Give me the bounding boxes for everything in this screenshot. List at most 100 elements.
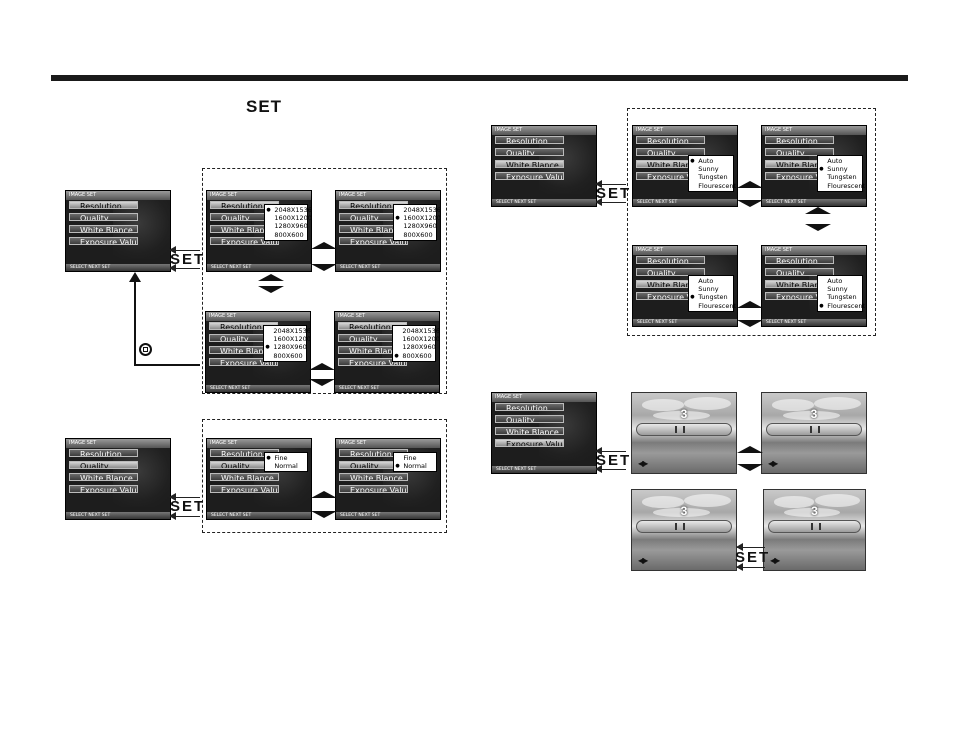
screen-title: IMAGE SET xyxy=(335,312,439,321)
option-item[interactable]: Auto xyxy=(827,156,843,165)
option-item[interactable]: 800X600 xyxy=(273,351,303,360)
menu-item[interactable]: Resolution xyxy=(495,136,564,145)
menu-item[interactable]: Exposure Value xyxy=(338,358,407,367)
menu-item[interactable]: Resolution xyxy=(69,449,138,458)
option-item[interactable]: 2048X1536 xyxy=(273,326,311,335)
menu-item[interactable]: Exposure Value xyxy=(69,237,138,246)
menu-item[interactable]: White Blance xyxy=(339,473,408,482)
option-item[interactable]: Flourescent xyxy=(698,181,737,190)
menu-item[interactable]: Quality xyxy=(495,415,564,424)
option-item[interactable]: Fine xyxy=(403,453,417,462)
option-item[interactable]: Tungsten xyxy=(827,293,857,302)
option-item[interactable]: 1600X1200 xyxy=(273,335,311,344)
option-item[interactable]: 1600X1200 xyxy=(395,214,440,223)
menu-item[interactable]: Quality xyxy=(765,268,834,277)
exposure-slider-thumb[interactable] xyxy=(810,425,821,433)
option-item[interactable]: 1600X1200 xyxy=(274,214,312,223)
option-item[interactable]: 800X600 xyxy=(403,230,433,239)
option-item[interactable]: 1280X960 xyxy=(265,343,306,352)
menu-item[interactable]: White Blance xyxy=(495,427,564,436)
cloud-shape xyxy=(642,399,684,411)
option-item[interactable]: Sunny xyxy=(827,285,848,294)
up-arrow-icon xyxy=(737,446,763,453)
menu-item[interactable]: White Blance xyxy=(210,473,279,482)
exposure-slider[interactable] xyxy=(766,422,862,436)
option-item[interactable]: 2048X1536 xyxy=(403,205,441,214)
up-arrow-icon xyxy=(737,301,763,308)
exposure-slider[interactable] xyxy=(768,519,861,533)
menu-item[interactable]: White Blance xyxy=(495,160,564,169)
option-item[interactable]: Flourescent xyxy=(819,302,865,311)
option-item[interactable]: Sunny xyxy=(698,165,719,174)
option-item[interactable]: 2048X1536 xyxy=(266,206,311,215)
menu-item[interactable]: Resolution xyxy=(636,256,705,265)
option-item[interactable]: Tungsten xyxy=(690,293,731,302)
exposure-mode-icon: ◀▶ xyxy=(638,556,648,565)
menu-item[interactable]: Quality xyxy=(636,268,705,277)
option-item[interactable]: Sunny xyxy=(819,165,860,174)
menu-item[interactable]: Quality xyxy=(636,148,705,157)
cloud-shape xyxy=(652,410,710,421)
menu-item[interactable]: Exposure Value xyxy=(209,358,278,367)
header-rule xyxy=(51,75,908,81)
option-item[interactable]: Fine xyxy=(266,454,305,463)
menu-item[interactable]: Exposure Value xyxy=(339,237,408,246)
menu-item[interactable]: Resolution xyxy=(765,136,834,145)
option-item[interactable]: Sunny xyxy=(698,285,719,294)
menu-item[interactable]: Quality xyxy=(69,461,138,470)
option-item[interactable]: Normal xyxy=(274,462,298,471)
option-item[interactable]: 2048X1536 xyxy=(402,326,440,335)
option-item[interactable]: Normal xyxy=(395,462,434,471)
cloud-shape xyxy=(814,494,860,507)
menu-item[interactable]: Exposure Value xyxy=(69,485,138,494)
option-item[interactable]: 800X600 xyxy=(274,230,304,239)
option-item[interactable]: Flourescent xyxy=(698,301,737,310)
exposure-mode-icon: ◀▶ xyxy=(770,556,780,565)
menu-item[interactable]: Quality xyxy=(495,148,564,157)
option-item[interactable]: Auto xyxy=(690,157,731,166)
menu-item[interactable]: Quality xyxy=(69,213,138,222)
stop-button-icon xyxy=(139,343,152,356)
menu-item[interactable]: Exposure Value xyxy=(210,237,279,246)
option-item[interactable]: Flourescent xyxy=(827,181,866,190)
menu-item[interactable]: Resolution xyxy=(69,201,138,210)
option-item[interactable]: Tungsten xyxy=(827,173,857,182)
option-item[interactable]: Tungsten xyxy=(698,173,728,182)
screen-footer: SELECT NEXT SET xyxy=(492,198,596,206)
exposure-slider-thumb[interactable] xyxy=(674,522,685,530)
option-item[interactable]: 1600X1200 xyxy=(402,335,440,344)
up-arrow-icon xyxy=(309,363,335,370)
menu-item[interactable]: Resolution xyxy=(765,256,834,265)
menu-item[interactable]: Exposure Value xyxy=(495,439,564,448)
exposure-slider-thumb[interactable] xyxy=(674,425,685,433)
screen-title: IMAGE SET xyxy=(207,191,311,200)
option-item[interactable]: 1280X960 xyxy=(403,222,437,231)
option-item[interactable]: Auto xyxy=(827,276,843,285)
exposure-mode-icon: ◀▶ xyxy=(638,459,648,468)
exposure-slider-thumb[interactable] xyxy=(810,522,821,530)
menu-item[interactable]: White Blance xyxy=(69,225,138,234)
quality-group-box xyxy=(202,419,447,533)
screen-title: IMAGE SET xyxy=(762,246,866,255)
menu-item[interactable]: Exposure Value xyxy=(339,485,408,494)
exposure-preview-screen: 3◀▶ xyxy=(631,489,737,571)
menu-item[interactable]: Resolution xyxy=(495,403,564,412)
exposure-preview-screen: 3◀▶ xyxy=(763,489,866,571)
screen-footer: SELECT NEXT SET xyxy=(492,465,596,473)
option-item[interactable]: 800X600 xyxy=(394,352,433,361)
menu-item[interactable]: Exposure Value xyxy=(495,172,564,181)
option-item[interactable]: 1280X960 xyxy=(274,222,308,231)
menu-item[interactable]: White Blance xyxy=(69,473,138,482)
menu-item[interactable]: Resolution xyxy=(636,136,705,145)
menu-item[interactable]: Quality xyxy=(765,148,834,157)
exposure-slider[interactable] xyxy=(636,422,732,436)
option-item[interactable]: Auto xyxy=(698,276,714,285)
menu-item[interactable]: Exposure Value xyxy=(210,485,279,494)
exposure-slider[interactable] xyxy=(636,519,732,533)
screen-title: IMAGE SET xyxy=(336,191,440,200)
option-item[interactable]: 1280X960 xyxy=(402,343,436,352)
